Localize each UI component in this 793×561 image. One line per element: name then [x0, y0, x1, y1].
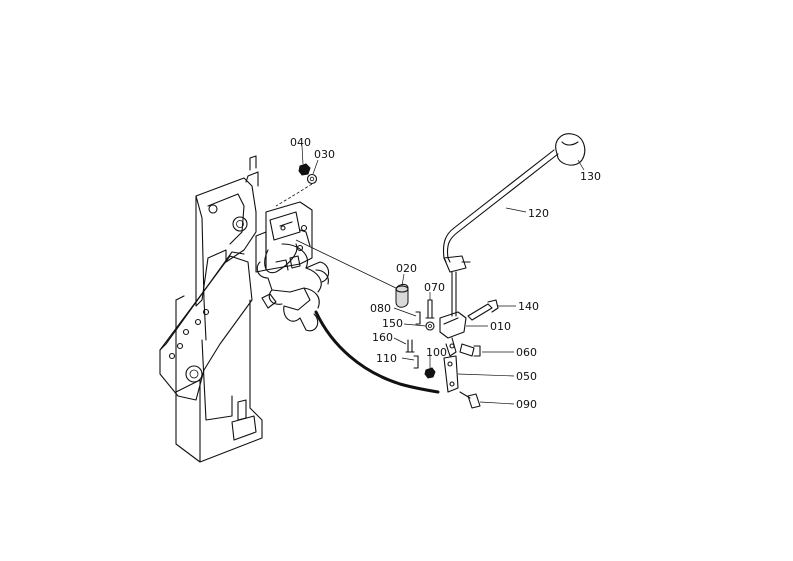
link-050: [443, 355, 459, 393]
callout-100: 100: [426, 346, 447, 359]
callout-120: 120: [528, 207, 549, 220]
valve-assembly: [255, 201, 330, 332]
bolt-140: [467, 299, 516, 321]
main-frame-bracket: [159, 155, 263, 463]
callout-090: 090: [516, 398, 537, 411]
nut-100: [424, 367, 436, 379]
callout-080: 080: [370, 302, 391, 315]
bracket-010: [439, 311, 467, 357]
bolt-060: [459, 343, 481, 357]
pin-070: [425, 299, 435, 319]
control-cable: [314, 310, 440, 394]
leader-lines: [301, 145, 585, 405]
callout-140: 140: [518, 300, 539, 313]
washer-150: [425, 321, 435, 331]
callout-040: 040: [290, 136, 311, 149]
washer-030: [306, 173, 318, 185]
callout-110: 110: [376, 352, 397, 365]
callout-060: 060: [516, 346, 537, 359]
spring-pin-160: [405, 339, 415, 353]
callout-010: 010: [490, 320, 511, 333]
cotter-110: [413, 355, 419, 369]
callout-130: 130: [580, 170, 601, 183]
callout-020: 020: [396, 262, 417, 275]
callout-030: 030: [314, 148, 335, 161]
callout-070: 070: [424, 281, 445, 294]
callout-050: 050: [516, 370, 537, 383]
callout-160: 160: [372, 331, 393, 344]
bolt-090: [459, 391, 481, 409]
nut-040: [298, 163, 311, 176]
clip-080: [415, 311, 421, 325]
callout-150: 150: [382, 317, 403, 330]
callout-labels: 040 030 020 070 080 150 160 110 100 140 …: [290, 136, 601, 411]
lever-knob-130: [555, 133, 586, 166]
lever-rod-120: [442, 149, 559, 317]
sleeve-020: [395, 283, 409, 308]
